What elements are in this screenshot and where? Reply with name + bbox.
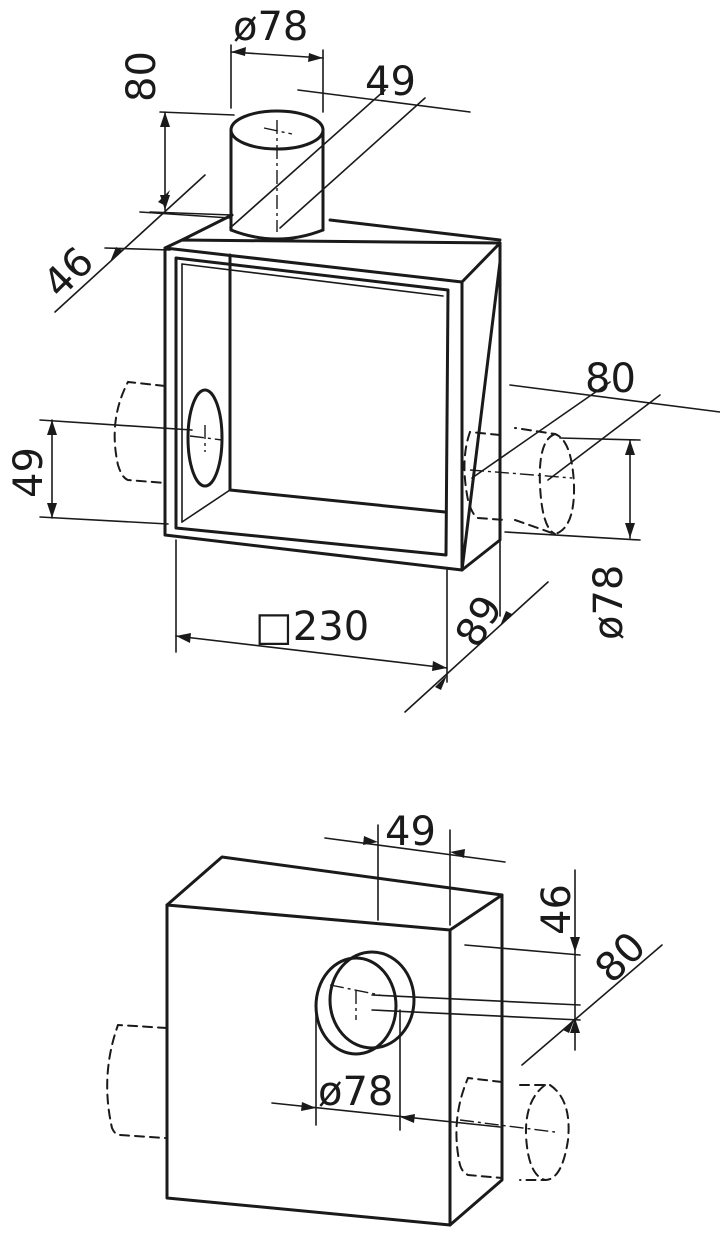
dim-label-back-dia: ø78 <box>318 1069 393 1115</box>
dim-label-right-length: 80 <box>585 356 636 402</box>
box-opening <box>174 253 450 557</box>
dim-right-port-length: 80 <box>471 356 720 481</box>
dim-label-right-dia: ø78 <box>586 565 632 640</box>
dim-width: □230 <box>175 539 448 683</box>
back-pipe <box>314 950 416 1056</box>
dim-left-port-offset: 49 <box>6 419 193 525</box>
dim-top-pipe-height: 80 <box>119 51 235 216</box>
dim-top-pipe-depth: 46 <box>35 174 231 313</box>
dim-back-pipe-length: 80 <box>371 924 663 1066</box>
dim-back-pipe-offset: 49 <box>324 809 506 926</box>
dim-top-pipe-dia: ø78 <box>230 4 324 113</box>
dim-label-depth: 89 <box>447 588 512 655</box>
dim-label-back-depth: 46 <box>534 884 580 935</box>
top-view: ø78 80 49 46 <box>6 4 720 713</box>
dim-label-pipe-depth: 46 <box>35 239 104 308</box>
dim-label-width: □230 <box>255 604 369 650</box>
right-port <box>463 427 576 536</box>
dim-top-pipe-offset: 49 <box>229 59 471 229</box>
bottom-view: 49 46 80 ø78 <box>106 809 663 1227</box>
dim-right-port-dia: ø78 <box>504 437 641 640</box>
back-right-port <box>455 1076 570 1181</box>
dim-back-pipe-depth: 46 <box>464 869 581 1051</box>
dim-label-pipe-dia: ø78 <box>233 4 308 50</box>
dim-label-back-offset: 49 <box>385 809 436 855</box>
dim-label-pipe-offset: 49 <box>365 59 416 105</box>
dim-back-pipe-dia: ø78 <box>271 1009 501 1131</box>
back-left-port <box>106 1023 168 1139</box>
back-box-outline <box>165 855 504 1227</box>
dim-label-pipe-height: 80 <box>119 51 165 102</box>
dim-label-left-offset: 49 <box>6 447 52 498</box>
left-port <box>113 380 224 488</box>
dim-label-back-length: 80 <box>587 924 656 993</box>
top-pipe <box>229 109 325 241</box>
